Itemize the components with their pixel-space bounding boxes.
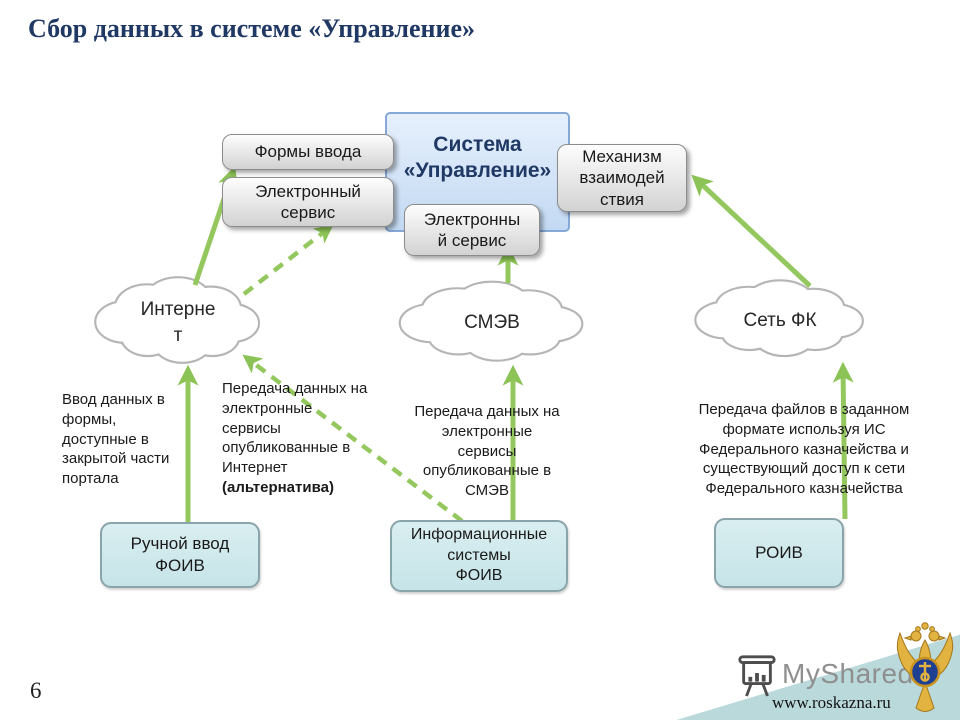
note-alternative-bold: (альтернатива) [222, 478, 334, 496]
forms-vvoda-box: Формы ввода [222, 134, 394, 170]
page-number: 6 [30, 678, 42, 703]
note-smev-transfer: Передача данных на электронные сервисы о… [414, 403, 560, 500]
arrow-fk-to-mechanism [691, 174, 812, 288]
system-upravlenie-label: Система «Управление» [403, 133, 552, 183]
myshared-watermark: MyShared [736, 650, 914, 698]
manual-foiv-box: Ручной ввод ФОИВ [100, 522, 260, 588]
eservice-bottom-label: Электронны й сервис [423, 209, 521, 250]
roiv-box: РОИВ [714, 518, 844, 588]
manual-foiv-label: Ручной ввод ФОИВ [130, 533, 230, 575]
mechanism-label: Механизм взаимодей ствия [579, 147, 665, 209]
myshared-watermark-text: MyShared [782, 658, 914, 689]
roiv-label: РОИВ [755, 542, 803, 562]
arrows-layer [177, 166, 854, 524]
presentation-board-icon [738, 655, 776, 697]
note-internet-alternative-text: Передача данных на электронные сервисы о… [222, 380, 368, 477]
arrow-roiv-to-fk [832, 361, 854, 520]
note-manual-entry: Ввод данных в формы, доступные в закрыто… [62, 391, 170, 488]
eservice-bottom-box: Электронны й сервис [404, 204, 540, 256]
eservice-left-label: Электронный сервис [255, 181, 361, 222]
arrow-dashed-isfoiv-to-internet [242, 354, 464, 523]
smev-cloud [398, 280, 584, 362]
arrow-dashed-internet-to-eservice [242, 224, 334, 296]
eservice-left-box: Электронный сервис [222, 177, 394, 227]
roskazna-url: www.roskazna.ru [772, 693, 891, 712]
is-foiv-label: Информационные системы ФОИВ [410, 525, 548, 585]
internet-cloud-label: Интерне т [140, 299, 216, 346]
forms-vvoda-label: Формы ввода [254, 142, 362, 162]
note-internet-alternative: Передача данных на электронные сервисы о… [222, 379, 394, 518]
is-foiv-box: Информационные системы ФОИВ [390, 520, 568, 592]
fk-network-cloud [694, 279, 864, 358]
internet-cloud [94, 276, 261, 364]
mechanism-box: Механизм взаимодей ствия [557, 144, 687, 212]
slide-title: Сбор данных в системе «Управление» [28, 14, 476, 43]
smev-cloud-label: СМЭВ [464, 312, 520, 333]
note-fk-transfer: Передача файлов в заданном формате испол… [698, 401, 910, 498]
fk-cloud-label: Сеть ФК [743, 310, 817, 331]
treasury-eagle-emblem [896, 622, 954, 712]
clouds-layer [94, 276, 864, 364]
